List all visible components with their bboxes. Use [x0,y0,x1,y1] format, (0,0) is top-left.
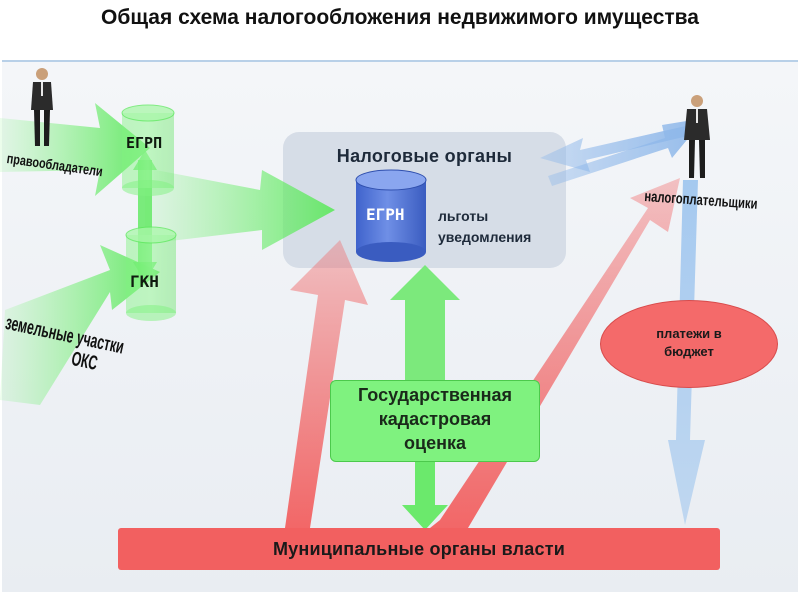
cadastral-line-3: оценка [404,433,466,453]
municipal-to-taxpayers-arrow [430,178,680,528]
benefits-label: льготы [438,208,489,224]
egrp-label: ЕГРП [126,134,163,152]
cadastral-line-2: кадастровая [378,409,492,429]
registries-to-tax-arrow [145,168,335,250]
gkn-cylinder [125,226,177,321]
budget-payments-ellipse: платежи в бюджет [600,300,778,388]
cadastral-line-1: Государственная [358,385,512,405]
egrn-cylinder [355,169,427,262]
page-title: Общая схема налогообложения недвижимого … [101,6,699,29]
tax-to-taxpayers-arrow [548,118,705,186]
budget-payments-label: платежи в бюджет [656,326,722,359]
tax-authorities-title: Налоговые органы [336,146,513,166]
tax-authorities-side-text: льготы уведомления [438,206,531,248]
land-arrow [0,245,160,405]
municipal-authorities-bar: Муниципальные органы власти [118,528,720,570]
municipal-to-tax-arrow [250,240,368,528]
egrp-cylinder [121,104,175,196]
taxpayers-to-tax-arrow [540,125,692,172]
notifications-label: уведомления [438,229,532,245]
cadastral-to-tax-arrow [390,265,460,385]
owner-person-figure [31,68,53,146]
taxpayer-person-figure [684,95,710,178]
egrn-label: ЕГРН [366,205,405,224]
cadastral-to-municipal-arrow [402,462,448,530]
cadastral-valuation-box: Государственная кадастровая оценка [330,380,540,462]
gkn-label: ГКН [130,272,159,291]
